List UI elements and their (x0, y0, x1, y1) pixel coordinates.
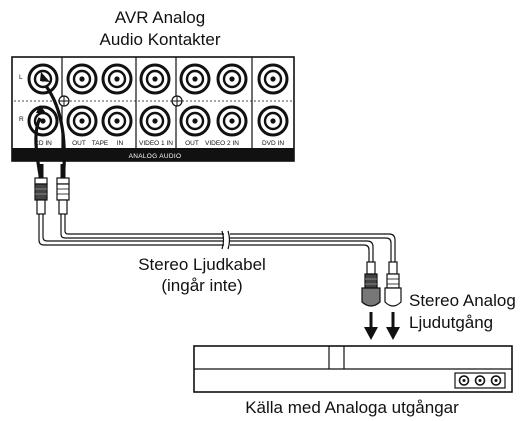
rca-jack-icon (257, 105, 289, 137)
jack-label-tape: TAPE (92, 140, 109, 147)
rca-jack-icon (216, 63, 248, 95)
cable-label-line-2: (ingår inte) (161, 276, 242, 295)
row-label-right: R (19, 116, 24, 123)
jack-label-video2-in: VIDEO 2 IN (205, 140, 239, 147)
rca-jack-icon (139, 63, 171, 95)
row-label-left: L (19, 74, 23, 81)
jack-label-video2-out: OUT (185, 140, 199, 147)
ground-screw-icon (171, 95, 183, 107)
jack-label-tape-in: IN (117, 140, 124, 147)
rca-plug-source-right (384, 261, 402, 307)
output-label-line-2: Ljudutgång (409, 313, 493, 332)
rca-jack-icon (490, 375, 502, 386)
rca-jack-icon (257, 63, 289, 95)
jack-label-tape-out: OUT (72, 140, 86, 147)
rca-jack-icon (139, 105, 171, 137)
cable-label-line-1: Stereo Ljudkabel (138, 255, 266, 274)
rca-jack-icon (216, 105, 248, 137)
avr-rear-panel: L R CD IN OUT TAPE IN VIDE (11, 56, 295, 162)
rca-jack-icon (101, 63, 133, 95)
rca-jack-icon (66, 105, 98, 137)
stereo-cable (38, 214, 396, 262)
panel-band-label: ANALOG AUDIO (129, 153, 182, 160)
title-line-2: Audio Kontakter (100, 30, 221, 49)
title-line-1: AVR Analog (115, 8, 205, 27)
rca-plug-source-left (361, 261, 381, 307)
rca-jack-icon (179, 105, 211, 137)
source-caption: Källa med Analoga utgångar (245, 398, 459, 417)
rca-plug-right (56, 164, 70, 215)
rca-jack-icon (66, 63, 98, 95)
jack-label-dvd-in: DVD IN (262, 140, 284, 147)
down-arrow-icon (386, 312, 400, 340)
rca-jack-icon (474, 375, 486, 386)
down-arrow-icon (364, 312, 378, 340)
source-device (193, 345, 513, 393)
rca-jack-icon (179, 63, 211, 95)
output-label-line-1: Stereo Analog (409, 291, 516, 310)
rca-jack-icon (458, 375, 470, 386)
jack-label-cd-in: CD IN (34, 140, 52, 147)
ground-screw-icon (58, 95, 70, 107)
rca-plug-left (34, 164, 48, 215)
rca-jack-icon (101, 105, 133, 137)
jack-label-video1-in: VIDEO 1 IN (139, 140, 173, 147)
